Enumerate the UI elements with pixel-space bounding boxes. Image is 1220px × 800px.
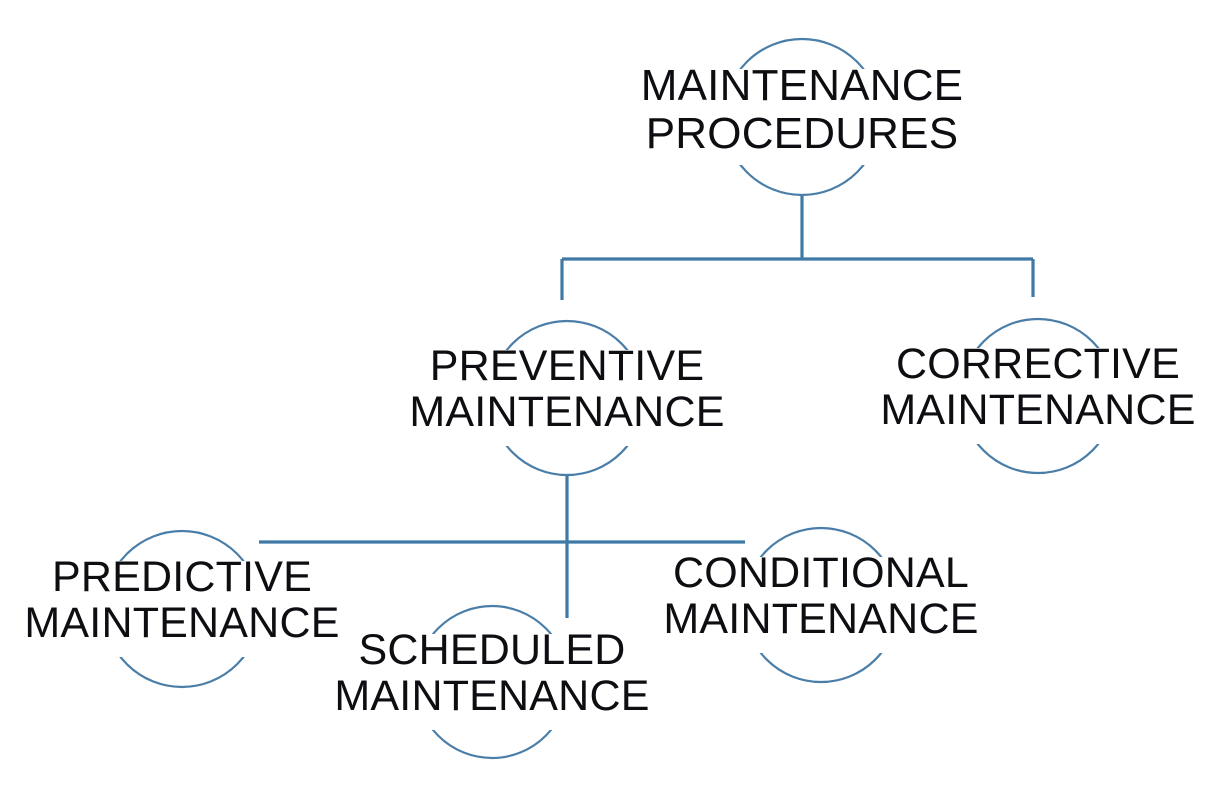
node-label-line-1: CORRECTIVE xyxy=(896,340,1180,388)
node-scheduled-maintenance[interactable]: SCHEDULED MAINTENANCE xyxy=(282,627,702,720)
node-label-line-1: CONDITIONAL xyxy=(672,549,970,597)
node-label-line-2: MAINTENANCE xyxy=(880,386,1196,435)
node-label-line-2: MAINTENANCE xyxy=(663,595,979,644)
node-circle-conditional xyxy=(742,526,900,684)
node-circle-root xyxy=(722,37,882,197)
node-conditional-maintenance[interactable]: CONDITIONAL MAINTENANCE xyxy=(611,550,1031,643)
node-circle-scheduled xyxy=(414,604,570,760)
node-circle-layer xyxy=(102,37,1117,760)
node-maintenance-procedures[interactable]: MAINTENANCE PROCEDURES xyxy=(592,62,1012,157)
node-circle-corrective xyxy=(959,317,1117,475)
node-label-line-1: SCHEDULED xyxy=(358,626,626,674)
node-preventive-maintenance[interactable]: PREVENTIVE MAINTENANCE xyxy=(357,343,777,436)
node-corrective-maintenance[interactable]: CORRECTIVE MAINTENANCE xyxy=(828,341,1220,434)
node-label-line-1: PREDICTIVE xyxy=(51,553,313,601)
node-label-line-2: MAINTENANCE xyxy=(24,599,340,648)
node-label-line-2: MAINTENANCE xyxy=(334,672,650,721)
node-label-line-1: MAINTENANCE xyxy=(640,61,964,110)
connector-layer xyxy=(259,195,1035,618)
node-circle-predictive xyxy=(102,529,262,689)
node-label-line-1: PREVENTIVE xyxy=(429,342,705,390)
node-circle-preventive xyxy=(488,319,646,477)
node-label-line-2: PROCEDURES xyxy=(645,108,959,158)
node-predictive-maintenance[interactable]: PREDICTIVE MAINTENANCE xyxy=(0,554,392,647)
node-label-line-2: MAINTENANCE xyxy=(409,388,725,437)
